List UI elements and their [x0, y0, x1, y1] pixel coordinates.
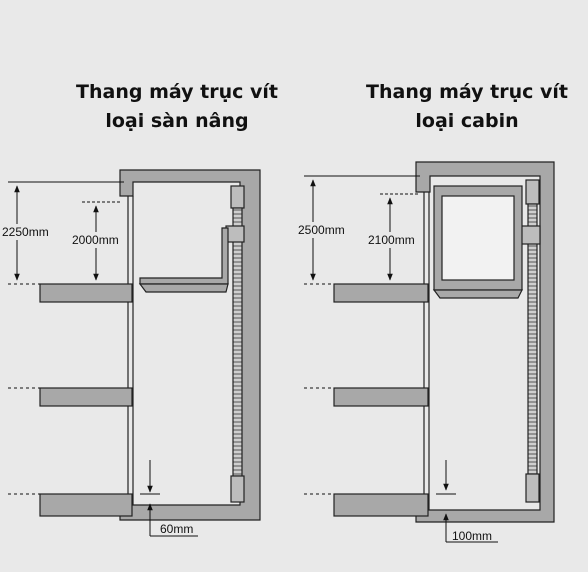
right-dim-inner: 2100mm	[368, 233, 415, 247]
left-title: Thang máy trục vít loại sàn nâng	[62, 78, 292, 136]
left-title-line1: Thang máy trục vít	[76, 81, 278, 103]
left-total-label-bg	[0, 224, 56, 240]
right-inner-label-bg	[366, 232, 422, 248]
right-title: Thang máy trục vít loại cabin	[352, 78, 582, 136]
right-title-line1: Thang máy trục vít	[366, 81, 568, 103]
right-screw-top-cap	[525, 179, 540, 205]
right-cabin-window	[441, 195, 515, 281]
right-floor-slab-bottom	[333, 493, 429, 517]
left-screw-top-cap	[230, 185, 245, 209]
left-platform	[139, 227, 229, 285]
left-inner-label-bg	[70, 232, 126, 248]
left-dim-total: 2250mm	[2, 225, 49, 239]
left-screw-nut	[225, 225, 245, 243]
right-title-line2: loại cabin	[415, 110, 519, 132]
left-shaft-diagram	[39, 169, 261, 521]
left-screw-bottom-cap	[230, 475, 245, 503]
left-dim-inner: 2000mm	[72, 233, 119, 247]
right-screw-nut	[519, 225, 541, 245]
right-total-label-bg	[296, 222, 352, 238]
right-dim-pit: 100mm	[452, 529, 492, 543]
right-dim-total: 2500mm	[298, 223, 345, 237]
left-floor-slab-mid	[39, 387, 133, 407]
left-floor-slab-top	[39, 283, 133, 303]
left-floor-slab-bottom	[39, 493, 133, 517]
right-shaft-walls	[415, 161, 555, 523]
right-floor-slab-top	[333, 283, 429, 303]
left-platform-base	[138, 283, 229, 293]
left-title-line2: loại sàn nâng	[105, 110, 249, 132]
left-dim-pit: 60mm	[160, 522, 193, 536]
left-shaft-walls	[119, 169, 261, 521]
right-floor-slab-mid	[333, 387, 429, 407]
left-screw-rod	[232, 207, 243, 477]
right-shaft-diagram	[333, 161, 555, 523]
right-screw-bottom-cap	[525, 473, 540, 503]
right-cabin-base	[432, 289, 523, 299]
